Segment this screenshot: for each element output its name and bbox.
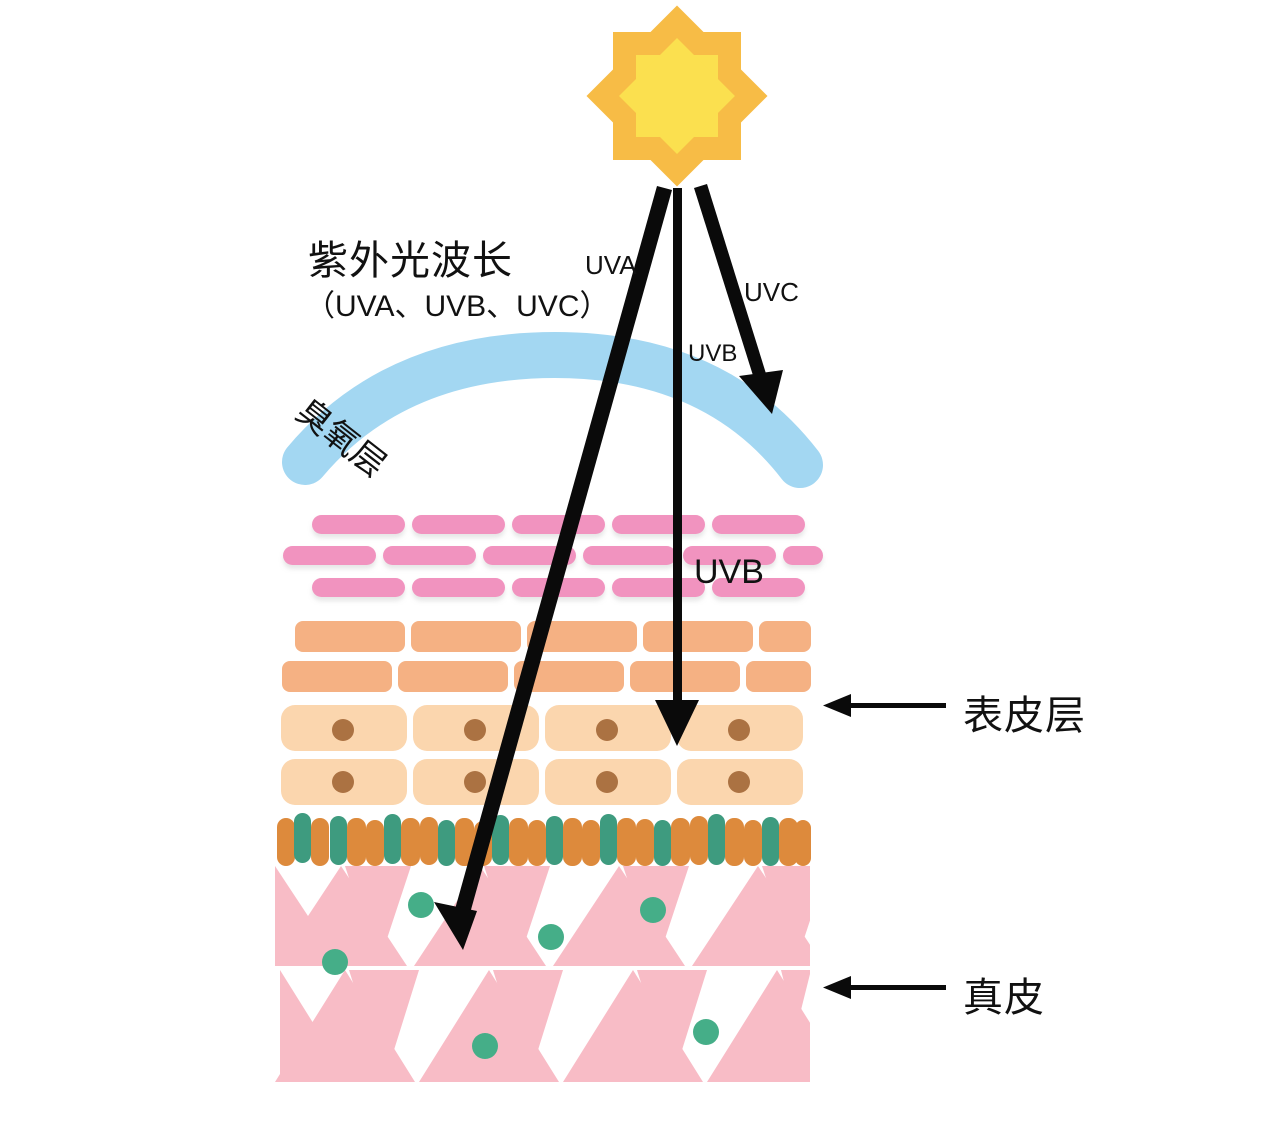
- dermis-cell-dot: [640, 897, 666, 923]
- epidermis-tan-cell-rows: [281, 705, 803, 805]
- epidermis-label: 表皮层: [963, 694, 1086, 738]
- page-title: 紫外光波长: [308, 239, 513, 283]
- ozone-layer-arc: [282, 331, 823, 488]
- uvb-ray-label-skin: UVB: [694, 553, 764, 591]
- brick-row: [295, 621, 811, 652]
- dermis-cell-dot: [538, 924, 564, 950]
- dermis-cell-dot: [408, 892, 434, 918]
- dermis-band-top: [275, 866, 810, 966]
- cell-nucleus: [332, 719, 354, 741]
- cell-nucleus: [332, 771, 354, 793]
- dermis-callout-arrow: [823, 976, 946, 999]
- cell-row: [281, 705, 803, 751]
- brick-row: [282, 661, 811, 692]
- callout-arrows: [823, 694, 946, 999]
- uvc-ray-label: UVC: [744, 277, 799, 307]
- uvc-ray-arrow: [694, 184, 783, 414]
- dermis-cell-dot: [322, 949, 348, 975]
- brick-row: [283, 546, 823, 565]
- uva-ray-arrow: [434, 186, 672, 950]
- cell-nucleus: [464, 719, 486, 741]
- uvb-ray-arrow: [655, 188, 699, 746]
- uvb-ray-label-sky: UVB: [688, 340, 738, 367]
- dermis-label: 真皮: [963, 976, 1045, 1020]
- uva-ray-label: UVA: [585, 250, 637, 280]
- dermis-cell-dot: [472, 1033, 498, 1059]
- cell-nucleus: [596, 719, 618, 741]
- basal-layer: [277, 813, 811, 866]
- cell-row: [281, 759, 803, 805]
- dermis-band-bottom: [275, 970, 810, 1082]
- dermis-layer: [275, 866, 810, 1082]
- page-subtitle: （UVA、UVB、UVC）: [305, 290, 610, 323]
- cell-nucleus: [728, 771, 750, 793]
- brick-row: [312, 515, 805, 534]
- epidermis-orange-brick-rows: [282, 621, 811, 692]
- dermis-cell-dot: [693, 1019, 719, 1045]
- cell-nucleus: [464, 771, 486, 793]
- cell-nucleus: [728, 719, 750, 741]
- cell-nucleus: [596, 771, 618, 793]
- sun-icon: [586, 5, 768, 187]
- uv-ray-arrows: [434, 184, 783, 950]
- epidermis-callout-arrow: [823, 694, 946, 717]
